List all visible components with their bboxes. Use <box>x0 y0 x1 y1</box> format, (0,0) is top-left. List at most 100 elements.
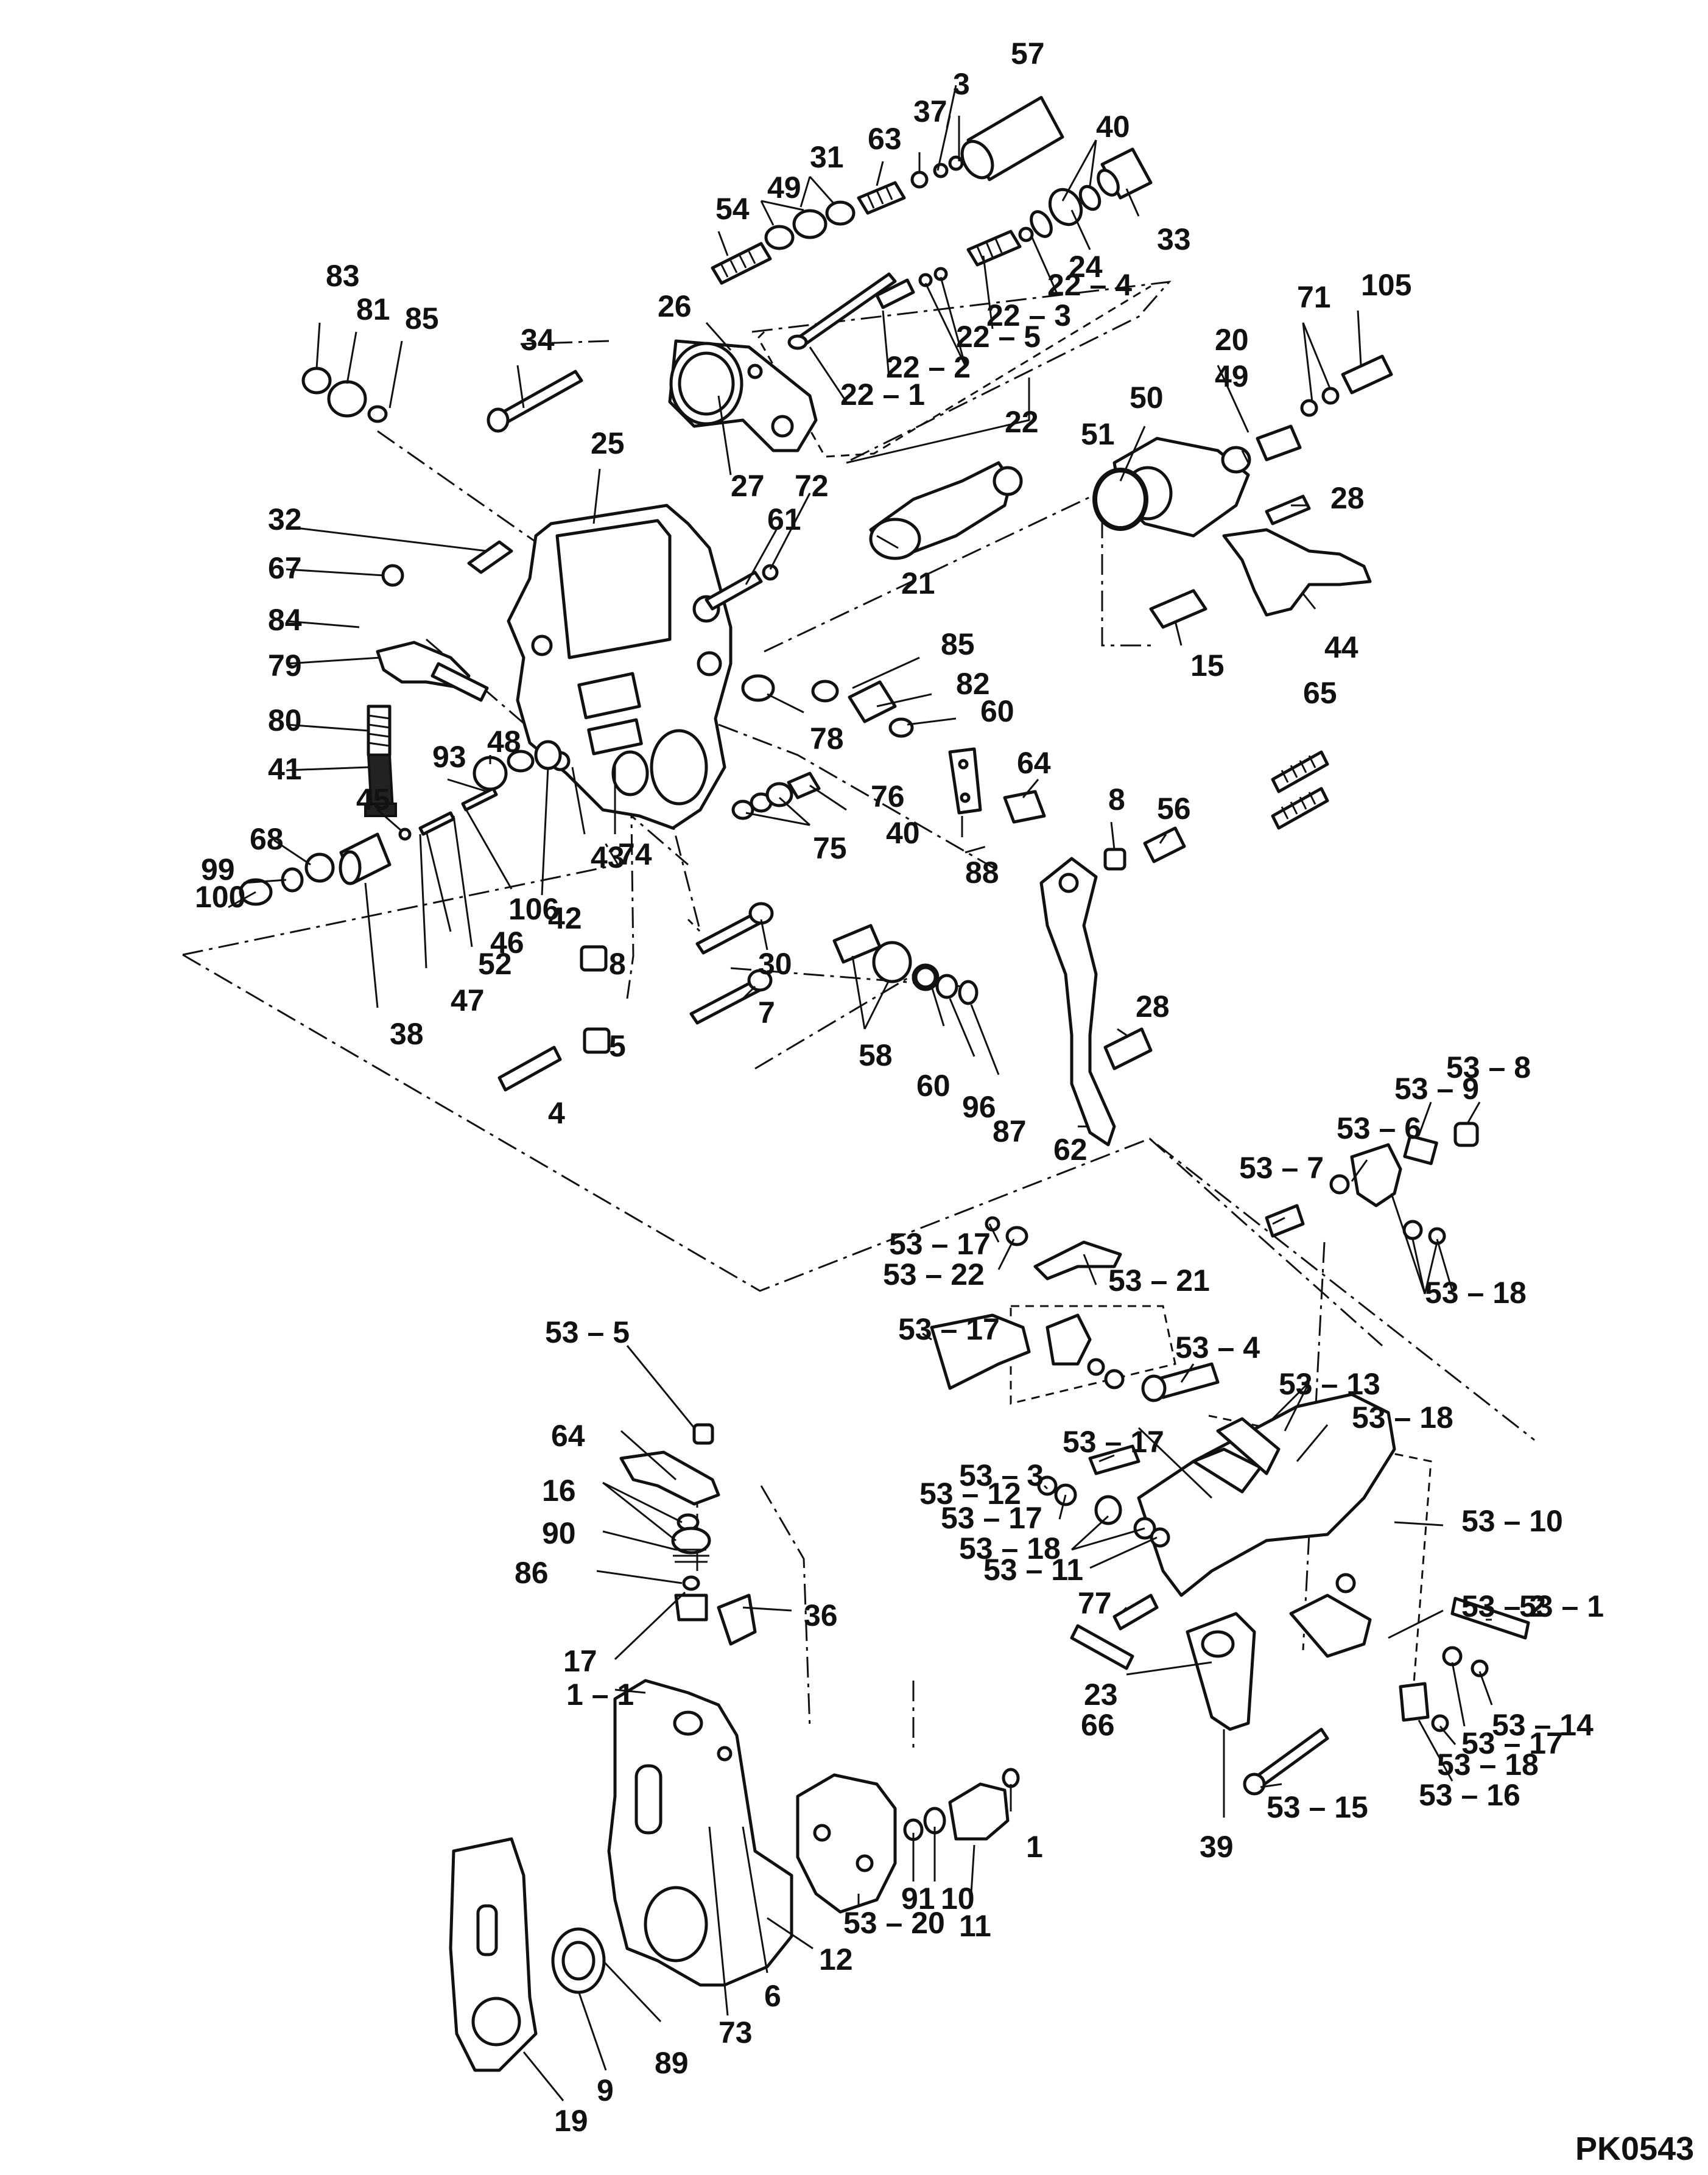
part-number-label: 65 <box>1303 676 1337 710</box>
part-number-label: 53 – 4 <box>1175 1330 1260 1365</box>
parts-53-upper-right <box>1265 1122 1479 1245</box>
part-number-label: 79 <box>268 648 302 683</box>
upper-spring-stack <box>711 96 1153 350</box>
part-number-label: 63 <box>868 122 902 156</box>
part-number-label: 42 <box>548 901 582 935</box>
part-number-label: 41 <box>268 752 302 786</box>
parts-16-90-86-36-64-17 <box>619 1423 757 1646</box>
part-number-label: 19 <box>554 2104 588 2138</box>
part-number-label: 53 – 5 <box>545 1315 630 1349</box>
part-number-label: 22 – 2 <box>886 350 971 384</box>
pump-body-1 <box>607 1679 793 1987</box>
part-number-label: 53 – 15 <box>1267 1790 1368 1824</box>
part-number-label: 53 – 17 <box>1063 1425 1164 1459</box>
part-number-label: 83 <box>326 259 360 293</box>
part-number-label: 80 <box>268 703 302 737</box>
part-number-label: 54 <box>715 192 750 226</box>
valve-21 <box>869 461 1023 560</box>
part-number-label: 100 <box>195 880 245 914</box>
part-number-label: 86 <box>515 1556 549 1590</box>
part-number-label: 50 <box>1130 381 1164 415</box>
part-number-label: 53 – 18 <box>959 1531 1061 1565</box>
bracket-44 <box>1222 528 1372 617</box>
springs-65 <box>1271 750 1329 830</box>
part-number-label: 53 – 17 <box>898 1312 1000 1346</box>
part-number-label: 77 <box>1078 1586 1112 1620</box>
part-number-label: 67 <box>268 551 302 585</box>
lever-shaft-79 <box>376 641 489 702</box>
spring-80 <box>364 705 397 817</box>
part-number-label: 57 <box>1011 37 1045 71</box>
part-number-label: 22 – 1 <box>840 378 925 412</box>
part-number-label: 61 <box>767 502 801 536</box>
part-number-label: 40 <box>886 816 920 850</box>
parts-40-75-76 <box>731 771 821 820</box>
plate-88 <box>948 747 982 815</box>
governor-weights-12 <box>796 1773 897 1914</box>
part-number-label: 20 <box>1215 323 1249 357</box>
cover-50 <box>1092 437 1250 538</box>
part-number-label: 9 <box>597 2073 614 2107</box>
part-number-label: 27 <box>731 469 765 503</box>
part-number-label: 22 – 5 <box>956 320 1041 354</box>
part-number-label: 60 <box>980 694 1014 728</box>
part-number-label: 84 <box>268 603 302 637</box>
part-number-label: 64 <box>551 1419 585 1453</box>
screws-64-8-56 <box>1003 790 1186 871</box>
part-number-label: 85 <box>405 301 439 336</box>
part-number-label: 53 – 13 <box>1279 1367 1380 1401</box>
part-number-label: 7 <box>758 996 775 1030</box>
part-number-label: 31 <box>810 140 844 174</box>
part-number-label: 33 <box>1157 222 1191 256</box>
part-number-label: 48 <box>487 725 521 759</box>
part-number-label: 53 – 21 <box>1108 1263 1210 1298</box>
part-number-label: 6 <box>764 1979 781 2013</box>
part-number-label: 53 – 3 <box>959 1458 1044 1492</box>
part-number-label: 81 <box>356 292 390 326</box>
part-number-label: 62 <box>1053 1133 1088 1167</box>
part-number-label: 39 <box>1200 1830 1234 1864</box>
part-number-label: 56 <box>1157 792 1191 826</box>
adjust-screw-assembly <box>239 740 562 906</box>
part-number-label: 45 <box>356 782 390 817</box>
part-number-label: 49 <box>1215 359 1249 393</box>
part-number-label: 53 – 17 <box>941 1501 1042 1535</box>
part-number-label: 53 – 10 <box>1461 1504 1563 1538</box>
part-number-label: 22 <box>1005 405 1039 439</box>
plug-81-83 <box>301 367 388 423</box>
parts-53-13-12-11-10 <box>1037 1362 1220 1548</box>
part-number-label: 53 – 9 <box>1394 1072 1479 1106</box>
bolt-15 <box>1149 589 1207 629</box>
part-number-label: 1 <box>1026 1830 1043 1864</box>
part-number-label: 90 <box>542 1516 576 1550</box>
part-number-label: 72 <box>795 469 829 503</box>
part-number-label: 8 <box>1108 782 1125 817</box>
part-number-label: 53 – 18 <box>1437 1748 1539 1782</box>
bolts-7-30 <box>689 902 774 1025</box>
part-number-label: 11 <box>959 1909 991 1943</box>
gasket-14 <box>449 1837 538 2072</box>
part-number-label: 22 – 4 <box>1047 268 1132 302</box>
screw-28-upper <box>1265 494 1311 525</box>
part-number-label: 30 <box>758 947 792 981</box>
part-number-label: 12 <box>819 1942 853 1976</box>
part-number-label: 32 <box>268 502 302 536</box>
part-number-label: 96 <box>962 1090 996 1124</box>
part-number-label: 106 <box>508 892 559 926</box>
part-number-label: 58 <box>859 1038 893 1072</box>
part-number-label: 49 <box>767 170 801 205</box>
part-number-label: 53 – 18 <box>1425 1276 1527 1310</box>
part-number-label: 60 <box>916 1069 951 1103</box>
governor-housing-25 <box>507 504 733 830</box>
cover-plate-26 <box>668 339 818 452</box>
part-number-label: 105 <box>1361 268 1411 302</box>
part-number-label: 53 – 6 <box>1337 1111 1421 1145</box>
lever-62 <box>1039 857 1116 1147</box>
part-number-label: 53 – 14 <box>1492 1708 1594 1742</box>
part-number-label: 44 <box>1324 630 1358 664</box>
part-number-label: 1 – 1 <box>566 1678 634 1712</box>
part-number-label: 53 – 8 <box>1446 1050 1531 1084</box>
part-number-label: 52 <box>478 947 512 981</box>
part-number-label: 66 <box>1081 1708 1115 1742</box>
part-number-label: 68 <box>250 822 284 856</box>
